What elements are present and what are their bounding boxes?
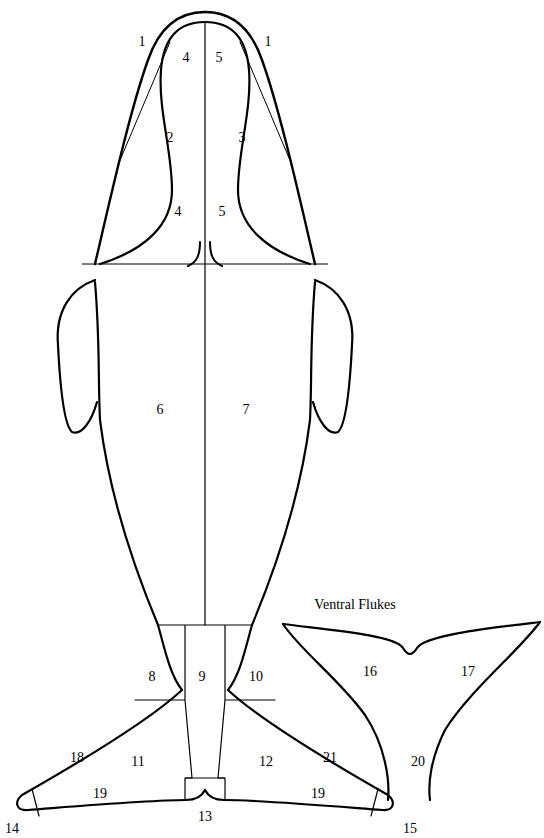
- region-number: 4: [175, 205, 182, 219]
- region-number: 10: [249, 670, 263, 684]
- region-number: 6: [157, 403, 164, 417]
- region-number: 15: [403, 822, 417, 836]
- region-number: 5: [216, 51, 223, 65]
- region-number: 4: [183, 51, 190, 65]
- region-number: 11: [131, 755, 144, 769]
- region-number: 13: [198, 810, 212, 824]
- fluke-notch-box: [185, 777, 225, 778]
- whale-left-half: [17, 12, 205, 816]
- region-number: 20: [411, 755, 425, 769]
- region-number: 9: [199, 670, 206, 684]
- region-number: 18: [70, 751, 84, 765]
- region-number: 17: [461, 665, 475, 679]
- region-number: 16: [363, 665, 377, 679]
- reference-line: [82, 22, 328, 625]
- region-number: 3: [239, 131, 246, 145]
- region-number: 8: [149, 670, 156, 684]
- region-number: 1: [265, 35, 272, 49]
- region-number: 7: [243, 403, 250, 417]
- region-number: 19: [93, 787, 107, 801]
- region-number: 14: [5, 822, 19, 836]
- region-number: 5: [219, 205, 226, 219]
- ventral-flukes: [283, 622, 540, 800]
- region-number: 2: [167, 131, 174, 145]
- inset-title: Ventral Flukes: [314, 598, 395, 612]
- whale-right-half: [205, 12, 393, 816]
- region-number: 19: [311, 787, 325, 801]
- region-number: 21: [323, 751, 337, 765]
- region-number: 12: [259, 755, 273, 769]
- region-number: 1: [139, 35, 146, 49]
